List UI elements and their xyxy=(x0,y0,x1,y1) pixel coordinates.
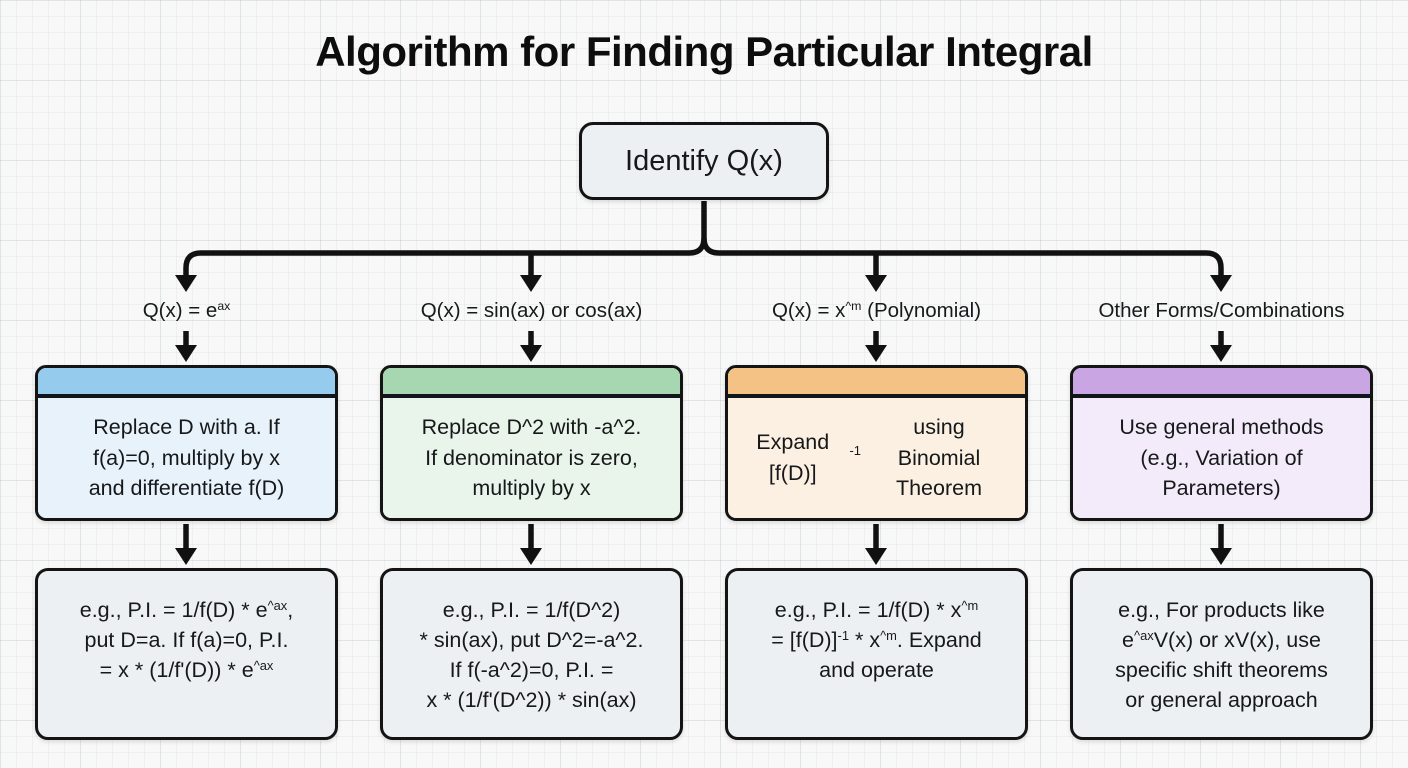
example-card: e.g., P.I. = 1/f(D) * e^ax, put D=a. If … xyxy=(35,568,338,740)
branch-condition-label: Q(x) = sin(ax) or cos(ax) xyxy=(420,299,643,322)
method-card-body: Use general methods (e.g., Variation of … xyxy=(1073,398,1370,518)
branch-condition-label: Q(x) = x^m (Polynomial) xyxy=(771,299,982,322)
root-node: Identify Q(x) xyxy=(579,122,829,200)
method-card: Replace D^2 with -a^2. If denominator is… xyxy=(380,365,683,521)
method-card-body: Replace D with a. If f(a)=0, multiply by… xyxy=(38,398,335,518)
root-node-label: Identify Q(x) xyxy=(625,144,783,177)
branch-line-right xyxy=(701,237,1224,277)
arrowheads xyxy=(175,275,1232,565)
method-card-body: Expand [f(D)]-1 using Binomial Theorem xyxy=(728,398,1025,518)
method-card-header xyxy=(38,368,335,398)
method-card-header xyxy=(383,368,680,398)
method-card: Expand [f(D)]-1 using Binomial Theorem xyxy=(725,365,1028,521)
page-title: Algorithm for Finding Particular Integra… xyxy=(315,28,1093,75)
method-card-header xyxy=(728,368,1025,398)
branch-line-left xyxy=(183,201,707,277)
example-card: e.g., P.I. = 1/f(D) * x^m = [f(D)]-1 * x… xyxy=(725,568,1028,740)
method-card-body: Replace D^2 with -a^2. If denominator is… xyxy=(383,398,680,518)
example-card: e.g., For products like e^axV(x) or xV(x… xyxy=(1070,568,1373,740)
method-card-header xyxy=(1073,368,1370,398)
method-card: Replace D with a. If f(a)=0, multiply by… xyxy=(35,365,338,521)
branch-condition-label: Other Forms/Combinations xyxy=(1098,299,1345,322)
branch-condition-label: Q(x) = eax xyxy=(142,299,231,322)
example-card: e.g., P.I. = 1/f(D^2) * sin(ax), put D^2… xyxy=(380,568,683,740)
method-card: Use general methods (e.g., Variation of … xyxy=(1070,365,1373,521)
